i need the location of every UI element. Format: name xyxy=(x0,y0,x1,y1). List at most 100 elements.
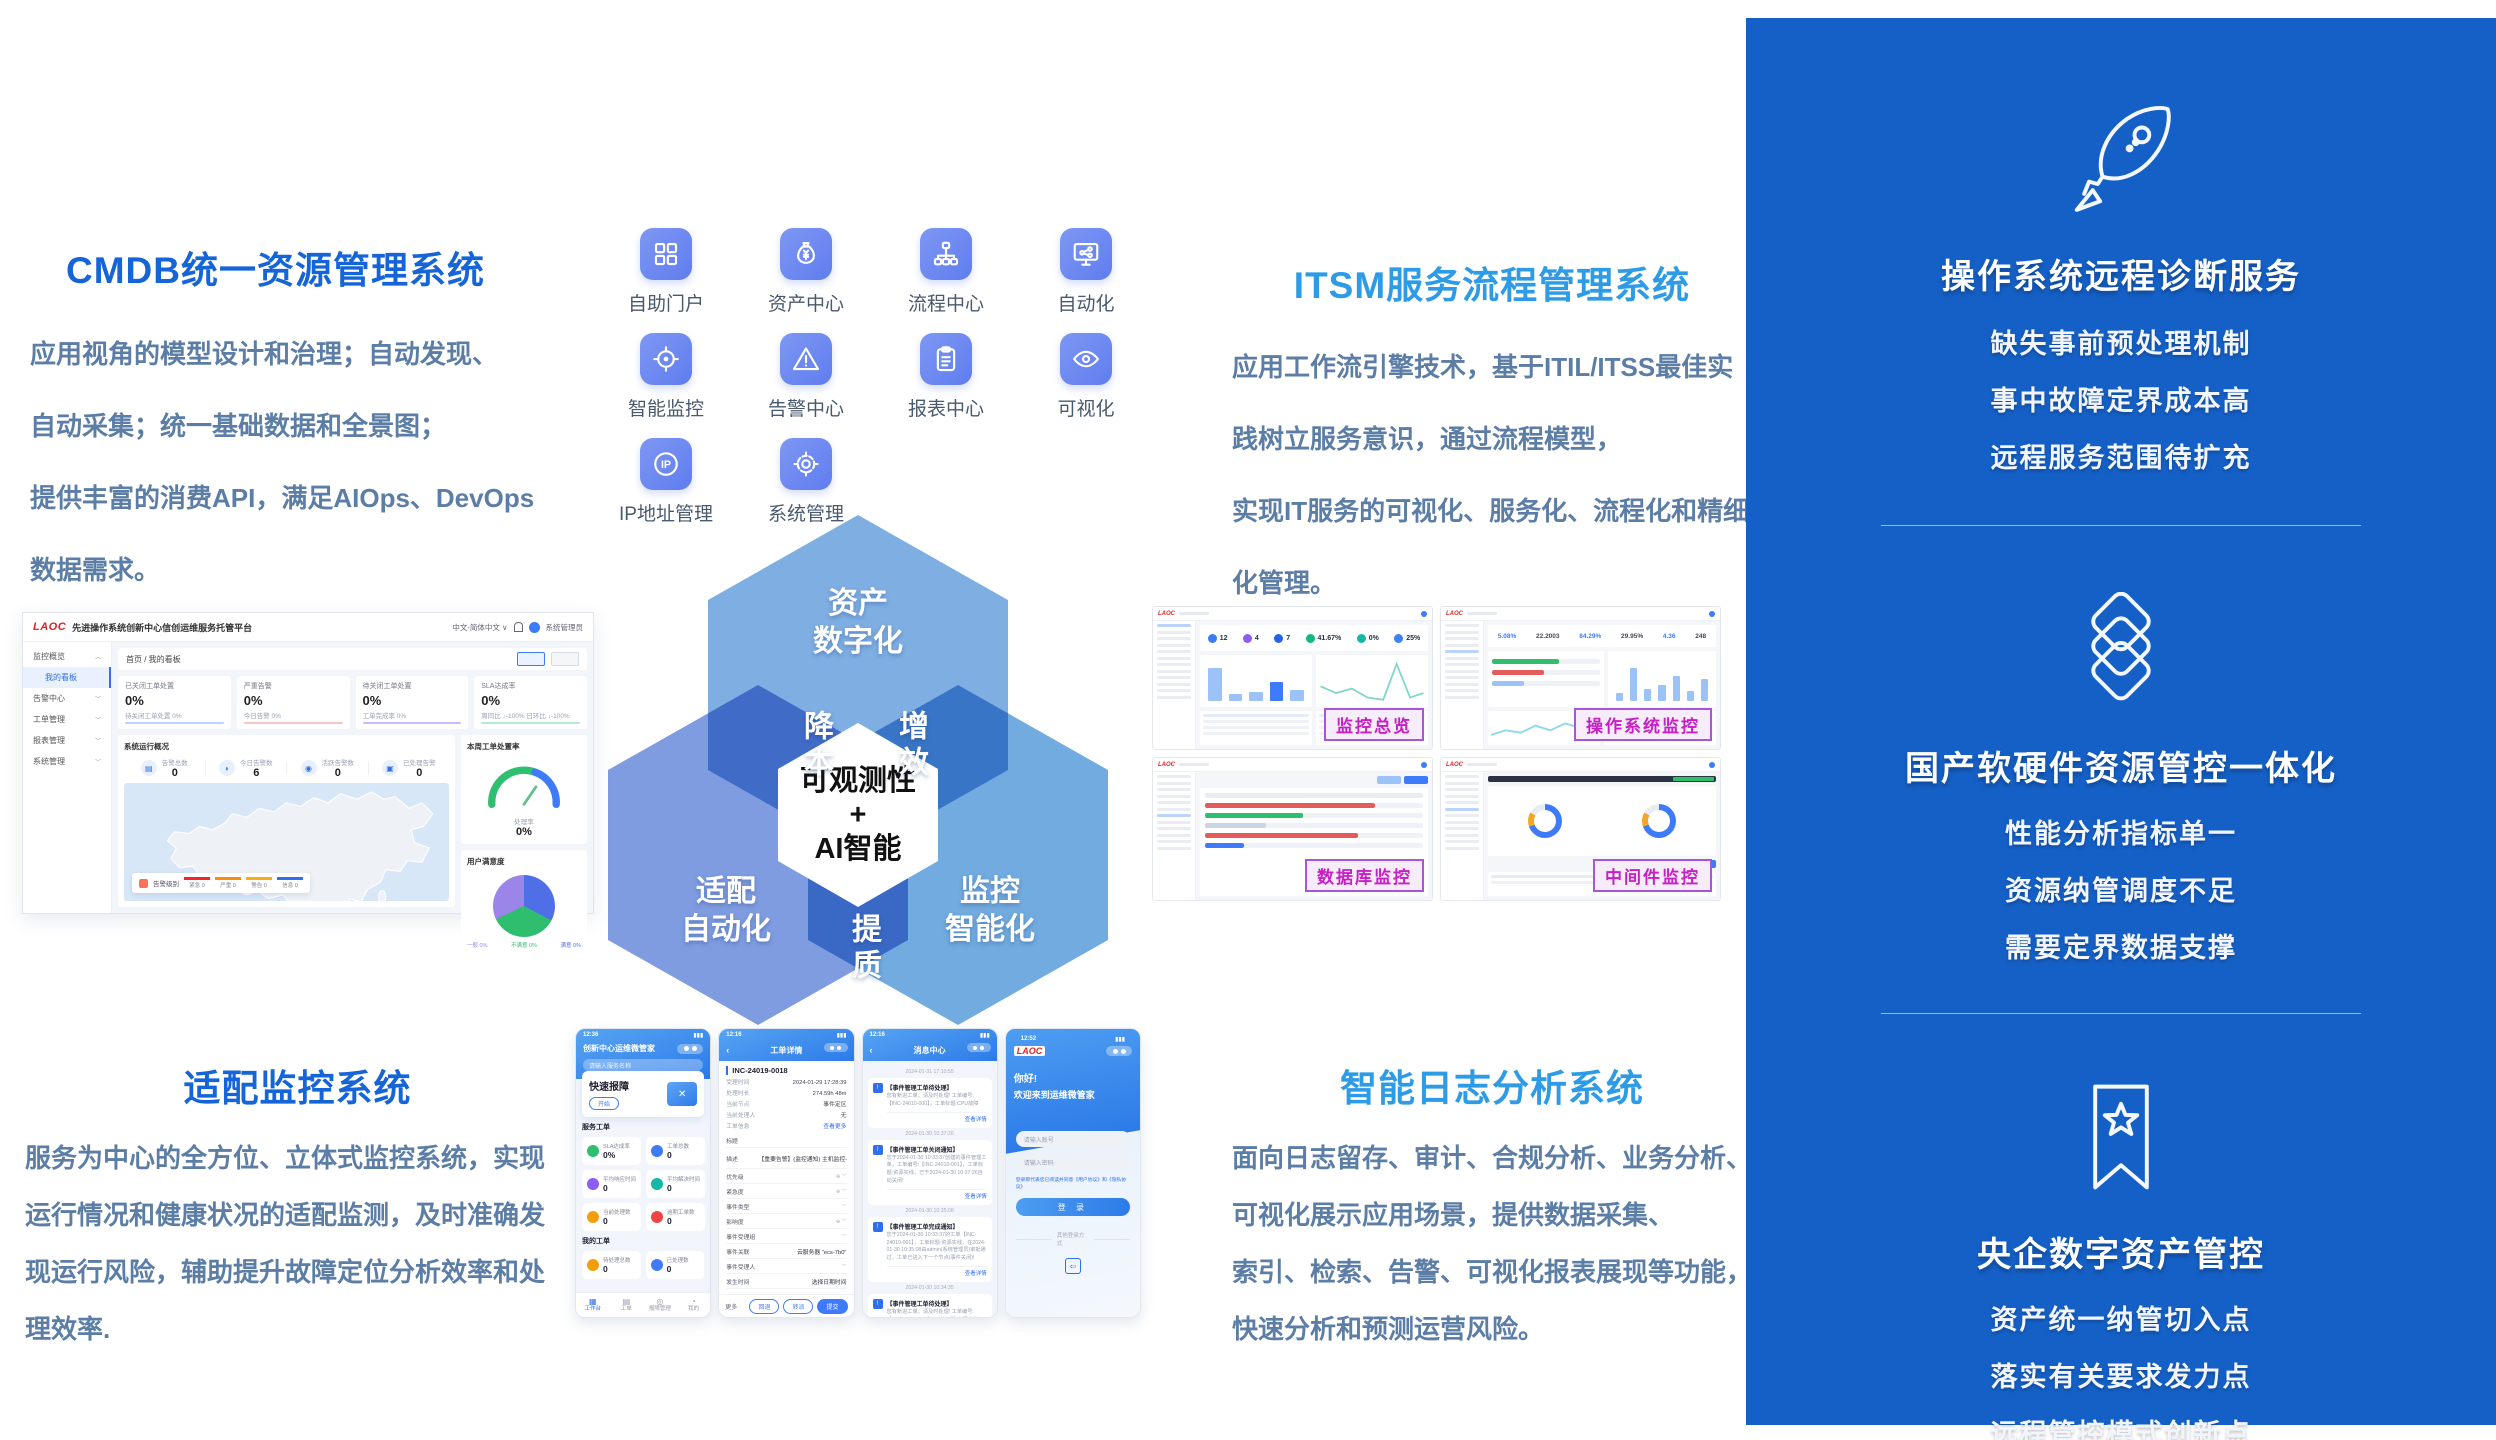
cmdb-feature-grid: 自助门户 资产中心 流程中心 自动化 智能监控 告警中心 报表中心 可视化 xyxy=(596,228,1156,543)
mini-program-capsule[interactable] xyxy=(677,1043,704,1054)
sidebar-item-tickets[interactable]: 工单管理﹀ xyxy=(33,715,101,724)
mini-sidebar xyxy=(1153,772,1196,900)
message-card[interactable]: !【事件管理工单完成通知】您于2024-01-30 10:33:37的工单【IN… xyxy=(867,1216,992,1282)
search-input[interactable]: 请输入服务名称 xyxy=(583,1059,704,1071)
log-line: 快速分析和预测运营风险。 xyxy=(1232,1314,1545,1344)
field-description[interactable]: 描述【重要告警】(监控通知) 主机监控-云服务器"ecs-7e1…" xyxy=(726,1148,847,1169)
secondary-mini-button[interactable] xyxy=(551,652,579,666)
transfer-button[interactable]: 转派 xyxy=(783,1298,814,1314)
mini-sidebar xyxy=(1441,621,1484,749)
field-assignee[interactable]: 事件受理人﹀ xyxy=(726,1259,847,1274)
divider xyxy=(1881,525,2361,526)
feature-self-portal[interactable]: 自助门户 xyxy=(596,228,736,333)
message-icon: ! xyxy=(872,1144,883,1155)
sidebar-item-alerts[interactable]: 告警中心﹀ xyxy=(33,694,101,703)
view-detail-link[interactable]: 查看详情 xyxy=(886,1111,987,1123)
tab-workbench[interactable]: ▦工作台 xyxy=(584,1296,602,1313)
hexagon-center: 可观测性 + AI智能 xyxy=(778,723,938,907)
itsm-paragraph: 应用工作流引擎技术，基于ITIL/ITSS最佳实 践树立服务意识，通过流程模型，… xyxy=(1232,331,1752,619)
field-event-type[interactable]: 事件类型﹀ xyxy=(726,1199,847,1214)
message-time: 2024-01-30 10:37:26 xyxy=(905,1130,954,1137)
more-link[interactable]: 更多 xyxy=(725,1304,738,1311)
status-time: 12:16 xyxy=(726,1032,742,1038)
field-urgency[interactable]: 紧急度⊕ ﹀ xyxy=(726,1184,847,1199)
back-icon[interactable]: ‹ xyxy=(726,1045,730,1055)
sidebar-item-reports[interactable]: 报表管理﹀ xyxy=(33,736,101,745)
field-relation[interactable]: 事件关联云服务器 "ecs-7b0" xyxy=(726,1244,847,1259)
feature-system-management[interactable]: 系统管理 xyxy=(736,438,876,543)
sidebar-item-myboard[interactable]: 我的看板 xyxy=(23,667,111,688)
message-card[interactable]: !【事件管理工单待处理】您有新进工单，请及时处理! 工单编号: 【INC-240… xyxy=(867,1293,992,1317)
primary-mini-button[interactable] xyxy=(517,652,545,666)
right-services-panel: 操作系统远程诊断服务 缺失事前预处理机制 事中故障定界成本高 远程服务范围待扩充… xyxy=(1746,18,2496,1440)
laoc-logo: LAOC xyxy=(1013,1046,1046,1056)
field-occur-time[interactable]: 发生时间选择日期时间 xyxy=(726,1274,847,1289)
itsm-line: 实现IT服务的可视化、服务化、流程化和精细 xyxy=(1232,496,1750,526)
account-input[interactable]: 请输入账号 xyxy=(1015,1131,1130,1147)
feature-alert-center[interactable]: 告警中心 xyxy=(736,333,876,438)
mini-program-capsule[interactable] xyxy=(823,1043,848,1052)
screenshot-monitor-overview: LAOC 12 4 7 41.67% 0% 25% xyxy=(1152,606,1433,750)
panel-bullet: 缺失事前预处理机制 xyxy=(1990,329,2252,359)
mini-program-capsule[interactable] xyxy=(966,1043,991,1052)
mini-kpi-row: 12 4 7 41.67% 0% 25% xyxy=(1200,625,1428,651)
password-input[interactable]: 请输入密码 xyxy=(1015,1154,1130,1170)
itsm-line: 践树立服务意识，通过流程模型， xyxy=(1232,424,1623,454)
view-more-link[interactable]: 查看更多 xyxy=(823,1124,847,1130)
feature-automation[interactable]: 自动化 xyxy=(1016,228,1156,333)
start-button[interactable]: 开始 xyxy=(589,1097,620,1110)
field-priority[interactable]: 优先级⊕ ﹀ xyxy=(726,1169,847,1184)
feature-process-center[interactable]: 流程中心 xyxy=(876,228,1016,333)
feature-report-center[interactable]: 报表中心 xyxy=(876,333,1016,438)
rollback-button[interactable]: 回退 xyxy=(749,1298,780,1314)
page-title: 消息中心 xyxy=(913,1045,946,1055)
message-card[interactable]: !【事件管理工单待处理】您有新进工单，请及时处理! 工单编号: 【INC-240… xyxy=(867,1078,992,1128)
agreement-text[interactable]: 登录即代表您已阅读并同意《用户协议》和《隐私协议》 xyxy=(1015,1178,1127,1191)
login-button[interactable]: 登 录 xyxy=(1015,1198,1130,1217)
submit-button[interactable]: 提交 xyxy=(817,1298,848,1314)
language-selector[interactable]: 中文-简体中文 ∨ xyxy=(452,622,508,632)
view-detail-link[interactable]: 查看详情 xyxy=(886,1188,987,1200)
adapter-line: 现运行风险，辅助提升故障定位分析效率和处 xyxy=(25,1257,546,1287)
mini-sidebar xyxy=(1441,772,1484,900)
rocket-icon xyxy=(1746,98,2496,221)
legend-icon xyxy=(139,878,148,888)
view-detail-link[interactable]: 查看详情 xyxy=(886,1265,987,1277)
bell-icon[interactable] xyxy=(513,622,523,632)
tab-tickets[interactable]: ▤工单 xyxy=(620,1296,632,1313)
sidebar-item-system[interactable]: 系统管理﹀ xyxy=(33,757,101,766)
quick-report-card[interactable]: 快速报障 开始 ✕ xyxy=(582,1071,705,1117)
mini-program-capsule[interactable] xyxy=(1106,1046,1132,1056)
page-title: 工单详情 xyxy=(770,1045,803,1055)
feature-smart-monitor[interactable]: 智能监控 xyxy=(596,333,736,438)
field-impact[interactable]: 影响度⊕ ﹀ xyxy=(726,1214,847,1229)
avatar[interactable] xyxy=(528,621,540,633)
field-title[interactable]: 标题 xyxy=(726,1133,847,1148)
sparkline xyxy=(243,722,343,724)
feature-ip-management[interactable]: IP IP地址管理 xyxy=(596,438,736,543)
adapter-line: 服务为中心的全方位、立体式监控系统，实现 xyxy=(25,1143,546,1173)
feature-asset-center[interactable]: 资产中心 xyxy=(736,228,876,333)
tab-report[interactable]: ◎报障管理 xyxy=(648,1296,671,1313)
message-card[interactable]: !【事件管理工单关闭通知】您于2024-01-30 10:33:37创建的事件管… xyxy=(867,1139,992,1205)
money-bag-icon xyxy=(780,228,832,280)
back-icon[interactable]: ‹ xyxy=(869,1045,873,1055)
other-login-divider: 其他登录方式 xyxy=(1015,1231,1130,1247)
tab-profile[interactable]: ◔我的 xyxy=(687,1296,699,1313)
message-icon: ! xyxy=(872,1221,883,1232)
sidebar-item-overview[interactable]: 监控概览︿ xyxy=(33,652,101,661)
phone-login-icon[interactable]: ⇦ xyxy=(1064,1258,1081,1275)
feature-visualization[interactable]: 可视化 xyxy=(1016,333,1156,438)
field-assign-group[interactable]: 事件受理组﹀ xyxy=(726,1229,847,1244)
